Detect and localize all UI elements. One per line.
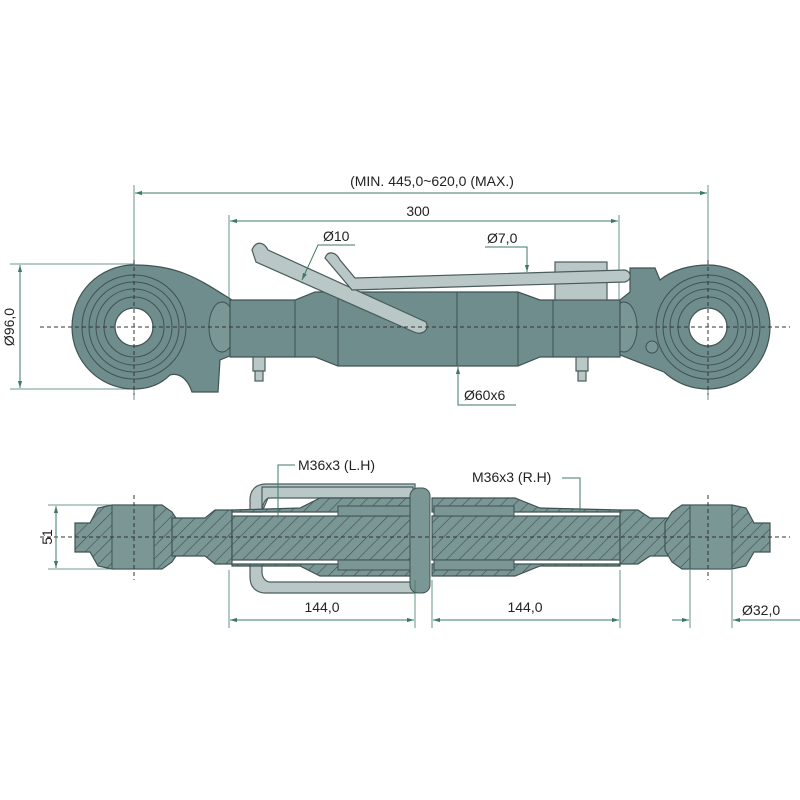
left-thread-length-label: 144,0	[304, 599, 339, 615]
tube-diameter-label: Ø60x6	[464, 387, 505, 403]
handle-pivot	[409, 487, 431, 594]
tube-length-label: 300	[406, 203, 430, 219]
section-view: M36x3 (L.H) M36x3 (R.H) 51 144,0 144,0 Ø…	[39, 457, 800, 628]
linch-pin	[324, 252, 631, 291]
left-thread-label: M36x3 (L.H)	[298, 457, 375, 473]
handle-diameter-label: Ø10	[323, 228, 350, 244]
bore-diameter-label: Ø32,0	[742, 602, 780, 618]
left-threaded-rod	[231, 515, 419, 561]
right-thread-label: M36x3 (R.H)	[472, 469, 551, 485]
top-view: (MIN. 445,0~620,0 (MAX.) 300 Ø96,0	[1, 173, 790, 406]
eye-diameter-label: Ø96,0	[1, 308, 17, 346]
ball-width-label: 51	[39, 529, 55, 545]
grease-nipple-icon	[645, 340, 659, 354]
right-thread-length-label: 144,0	[507, 599, 542, 615]
handle	[251, 242, 428, 334]
overall-length-label: (MIN. 445,0~620,0 (MAX.)	[350, 173, 514, 189]
right-ball-bore	[689, 504, 733, 570]
pin-diameter-label: Ø7,0	[487, 230, 518, 246]
right-threaded-rod	[431, 515, 621, 561]
